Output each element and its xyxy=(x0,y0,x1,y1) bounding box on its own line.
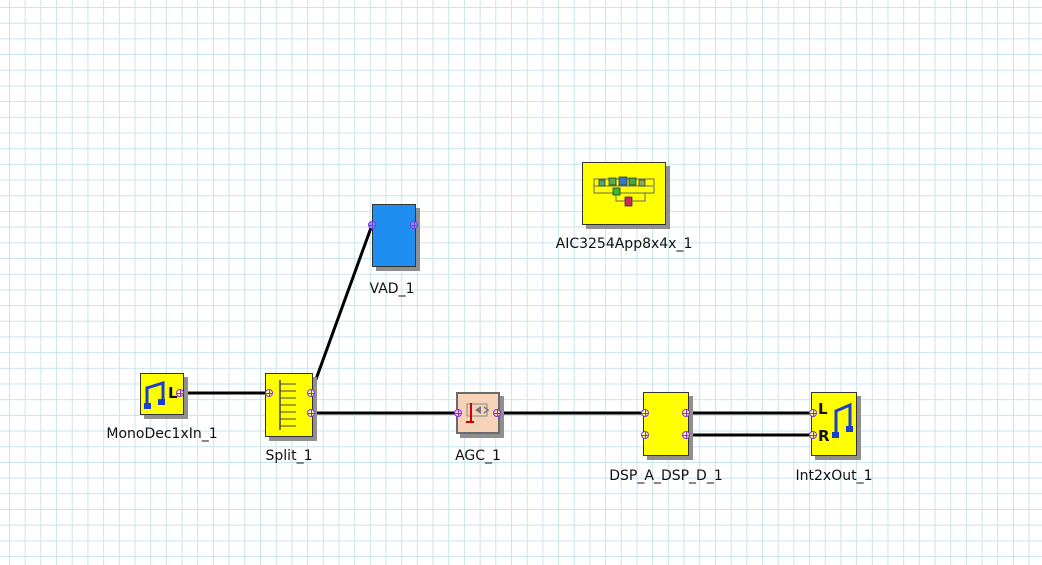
output-port[interactable] xyxy=(410,221,418,229)
block-label-aic3254-app: AIC3254App8x4x_1 xyxy=(555,236,693,252)
output-port[interactable] xyxy=(682,409,690,417)
output-port[interactable] xyxy=(176,389,184,397)
output-port[interactable] xyxy=(493,409,501,417)
block-aic3254-app[interactable] xyxy=(582,162,666,225)
wire-split-to-vad[interactable] xyxy=(309,224,374,394)
block-monodec-in[interactable]: L xyxy=(140,373,184,415)
block-label-int-out: Int2xOut_1 xyxy=(795,468,873,484)
music-note-left-icon xyxy=(144,380,165,409)
port-letter-out-left: L xyxy=(818,400,828,418)
block-label-vad: VAD_1 xyxy=(369,281,415,297)
music-note-lr-icon xyxy=(832,402,853,438)
splitter-bars-icon xyxy=(279,380,296,430)
input-port[interactable] xyxy=(641,409,649,417)
input-port[interactable] xyxy=(641,431,649,439)
output-port[interactable] xyxy=(682,431,690,439)
port-letter-out-right: R xyxy=(818,427,830,445)
block-int-out[interactable]: L R xyxy=(811,392,857,456)
process-flow-icon xyxy=(593,176,655,207)
port-letter-mono-left: L xyxy=(168,384,178,402)
input-port[interactable] xyxy=(368,221,376,229)
block-label-monodec-in: MonoDec1xIn_1 xyxy=(106,426,218,442)
agc-compressor-icon xyxy=(466,403,490,423)
input-port[interactable] xyxy=(809,409,817,417)
output-port[interactable] xyxy=(307,389,315,397)
block-dsp[interactable] xyxy=(643,392,689,456)
block-label-split: Split_1 xyxy=(265,448,313,464)
block-label-agc: AGC_1 xyxy=(455,448,501,464)
input-port[interactable] xyxy=(809,431,817,439)
input-port[interactable] xyxy=(265,389,273,397)
block-split[interactable] xyxy=(265,373,313,437)
input-port[interactable] xyxy=(454,409,462,417)
block-label-dsp: DSP_A_DSP_D_1 xyxy=(609,468,723,484)
output-port[interactable] xyxy=(307,409,315,417)
block-vad[interactable] xyxy=(372,204,416,267)
